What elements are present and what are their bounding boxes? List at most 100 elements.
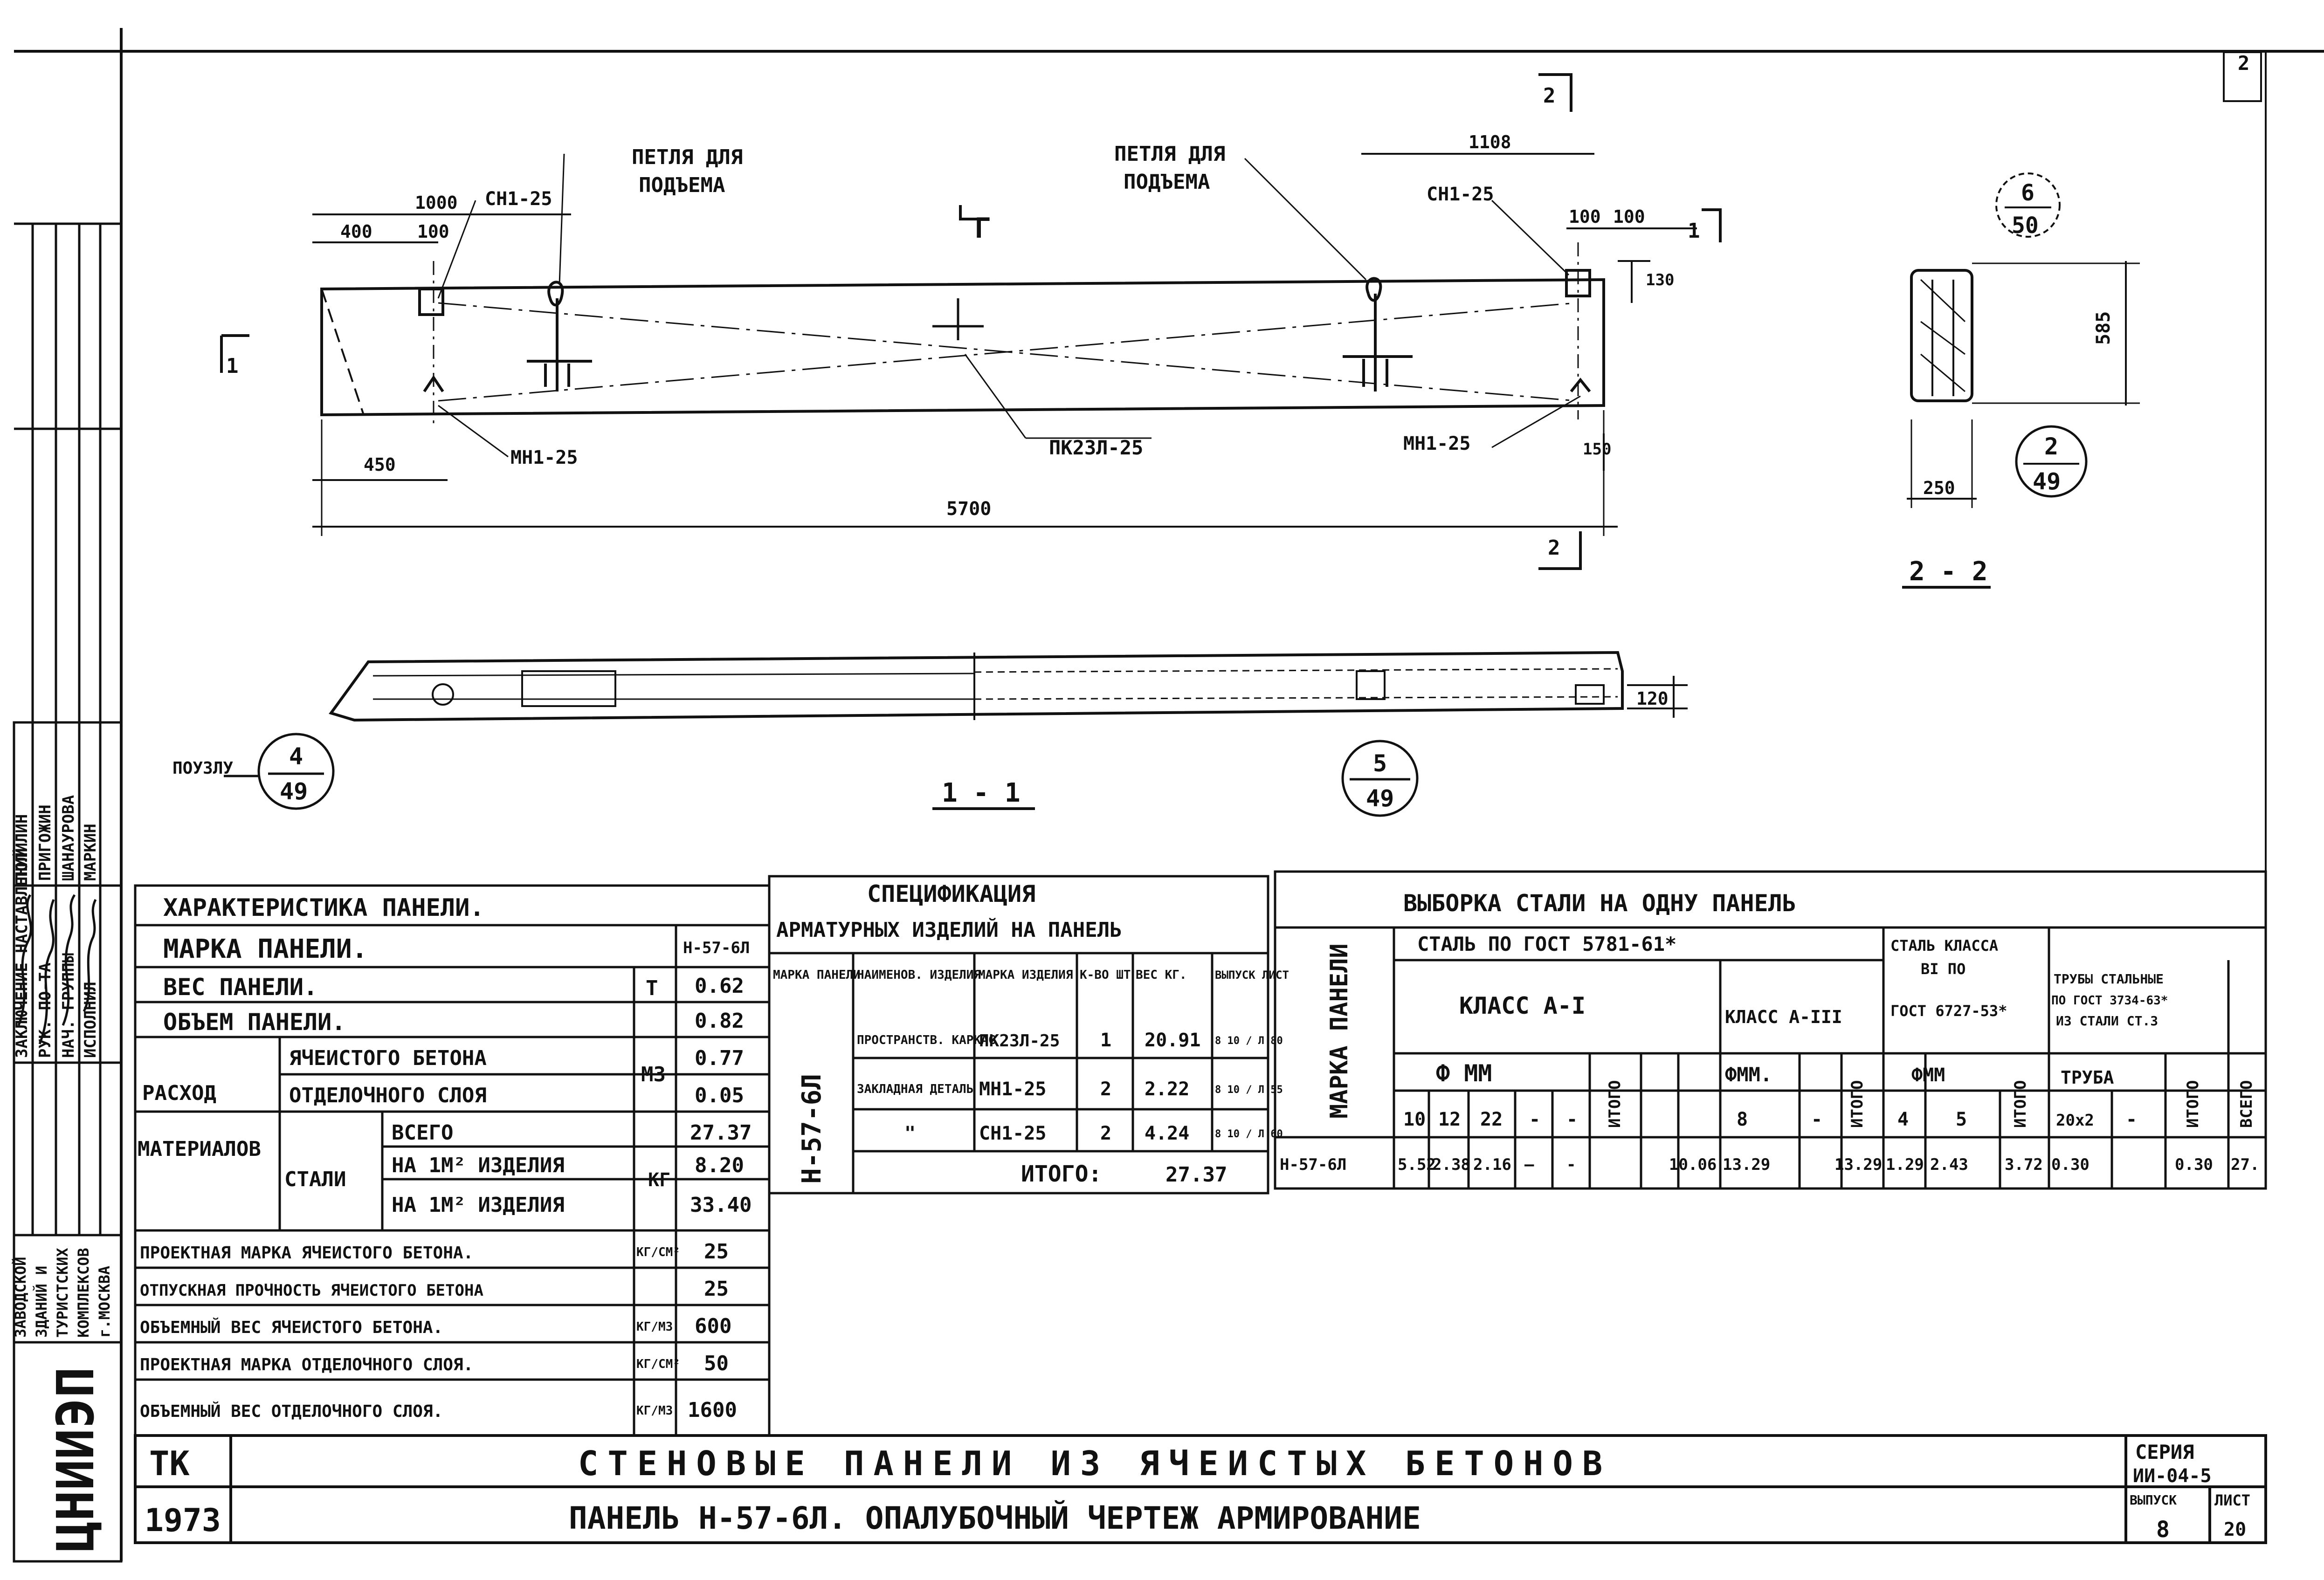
bottom-row-3-unit: КГ/М3: [636, 1320, 673, 1334]
node-label: ПОУЗЛУ: [172, 759, 233, 778]
bottom-row-1-label: ПРОЕКТНАЯ МАРКА ЯЧЕИСТОГО БЕТОНА.: [140, 1243, 473, 1263]
steel-row-v2: 2.38: [1432, 1155, 1470, 1174]
steel-table: ВЫБОРКА СТАЛИ НА ОДНУ ПАНЕЛЬ МАРКА ПАНЕЛ…: [1280, 890, 2259, 1174]
section-1-1-title: 1 - 1: [942, 778, 1021, 808]
steel-size-11: -: [2126, 1109, 2137, 1130]
bottom-row-2-value: 25: [704, 1277, 729, 1301]
cons-row-1-value: 0.77: [695, 1046, 744, 1070]
consumption-label-1: РАСХОД: [142, 1081, 216, 1105]
steel-size-3: 22: [1480, 1109, 1503, 1130]
steel-row-v5: -: [1566, 1155, 1576, 1174]
char-row-2-label: ВЕС ПАНЕЛИ.: [163, 974, 317, 1001]
steel-size-8: 4: [1897, 1109, 1909, 1130]
title-tk: ТК: [149, 1444, 190, 1483]
signatures: [17, 894, 97, 1044]
bottom-row-1-unit: КГ/СМ²: [636, 1245, 680, 1259]
steel-row-v6: 10.06: [1669, 1155, 1717, 1174]
spec-row-2-name: ЗАКЛАДНАЯ ДЕТАЛЬ: [857, 1082, 973, 1096]
char-row-2-unit: Т: [646, 976, 658, 1000]
char-title: ХАРАКТЕРИСТИКА ПАНЕЛИ.: [163, 894, 484, 922]
steel-row-v4: —: [1524, 1155, 1534, 1174]
section-1-1: [329, 651, 1688, 810]
bottom-row-2-label: ОТПУСКНАЯ ПРОЧНОСТЬ ЯЧЕИСТОГО БЕТОНА: [140, 1281, 483, 1300]
spec-header-sheet: ВЫПУСК ЛИСТ: [1215, 969, 1289, 982]
char-table: ХАРАКТЕРИСТИКА ПАНЕЛИ. МАРКА ПАНЕЛИ. Н-5…: [138, 894, 752, 1422]
steel-itogo-4: ИТОГО: [2184, 1080, 2202, 1128]
steel-row-v16: 27.: [2231, 1155, 2259, 1174]
steel-row-v7: 13.29: [1723, 1155, 1770, 1174]
steel-phi-a3: ФММ.: [1725, 1063, 1772, 1086]
section-2-2: [1902, 172, 2140, 589]
left-stamp: [13, 222, 123, 1563]
dim-100c: 100: [1613, 206, 1645, 227]
steel-truba: ТРУБА: [2061, 1067, 2114, 1088]
cut-2-top: 2: [1543, 84, 1556, 108]
stamp-name-3: ШАНАУРОВА: [59, 795, 78, 881]
elevation-labels: ПЕТЛЯ ДЛЯ ПОДЪЕМА ПЕТЛЯ ДЛЯ ПОДЪЕМА СН1-…: [226, 84, 1700, 560]
stamp-org-1: ЗАВОДСКОЙ: [12, 1257, 29, 1338]
steel-pipes-line-2: ПО ГОСТ 3734-63*: [2051, 994, 2168, 1008]
steel-row-v10: 1.29: [1886, 1155, 1924, 1174]
spec-table-grid: [768, 875, 1269, 1195]
char-row-1-value: Н-57-6Л: [683, 939, 750, 957]
spec-row-3-weight: 4.24: [1145, 1123, 1189, 1144]
title-line-1: СТЕНОВЫЕ ПАНЕЛИ ИЗ ЯЧЕИСТЫХ БЕТОНОВ: [578, 1444, 1612, 1483]
loop-left-line-1: ПЕТЛЯ ДЛЯ: [632, 145, 743, 169]
stamp-name-4: МАРКИН: [81, 824, 100, 881]
spec-header-panel: МАРКА ПАНЕЛИ: [773, 968, 861, 982]
spec-row-1-name: ПРОСТРАНСТВ. КАРКАС: [857, 1033, 995, 1047]
spec-row-3-mark: СН1-25: [979, 1123, 1047, 1144]
spec-row-2-weight: 2.22: [1145, 1079, 1189, 1100]
steel-b1-line-1: СТАЛЬ КЛАССА: [1890, 937, 1998, 955]
steel-size-2: 12: [1438, 1109, 1461, 1130]
node-top-bottom: 50: [2012, 213, 2039, 239]
bottom-row-5-label: ОБЪЕМНЫЙ ВЕС ОТДЕЛОЧНОГО СЛОЯ.: [140, 1401, 443, 1421]
spec-header-weight: ВЕС КГ.: [1136, 968, 1187, 982]
cons-row-1-label: ЯЧЕИСТОГО БЕТОНА: [289, 1046, 487, 1070]
loop-right-line-2: ПОДЪЕМА: [1124, 170, 1210, 194]
bottom-row-3-value: 600: [695, 1314, 731, 1338]
spec-row-2-qty: 2: [1100, 1079, 1111, 1100]
steel-vsego: ВСЕГО: [2237, 1080, 2256, 1128]
steel-row-3-value: 33.40: [690, 1193, 752, 1217]
spec-row-3-qty: 2: [1100, 1123, 1111, 1144]
steel-size-9: 5: [1956, 1109, 1967, 1130]
label-mn1-right: МН1-25: [1403, 433, 1471, 454]
spec-row-1-sheet: 8 10 / Л 80: [1215, 1035, 1283, 1047]
dim-450: 450: [364, 454, 396, 475]
steel-row-2-label: НА 1М² ИЗДЕЛИЯ: [392, 1154, 565, 1177]
node-top-top: 6: [2021, 180, 2034, 206]
steel-gost-a: СТАЛЬ ПО ГОСТ 5781-61*: [1417, 933, 1676, 955]
spec-total-label: ИТОГО:: [1021, 1161, 1102, 1187]
steel-b1-line-3: ГОСТ 6727-53*: [1890, 1002, 2007, 1020]
steel-label: СТАЛИ: [284, 1168, 346, 1191]
node-right-bottom: 49: [1366, 785, 1394, 812]
bottom-row-1-value: 25: [704, 1240, 729, 1264]
steel-class-a3: КЛАСС А-III: [1725, 1007, 1842, 1027]
dim-100b: 100: [1569, 206, 1601, 227]
label-cn1-right: СН1-25: [1427, 184, 1494, 205]
consumption-label-2: МАТЕРИАЛОВ: [138, 1137, 261, 1161]
steel-row-1-label: ВСЕГО: [392, 1121, 453, 1145]
stamp-org-2: ЗДАНИЙ И: [33, 1266, 50, 1338]
steel-size-1: 10: [1403, 1109, 1426, 1130]
node-left-bottom: 49: [280, 778, 308, 805]
steel-itogo-3: ИТОГО: [2011, 1080, 2030, 1128]
dim-130: 130: [1646, 271, 1674, 289]
loop-left-line-2: ПОДЪЕМА: [639, 173, 725, 197]
steel-itogo-1: ИТОГО: [1606, 1080, 1624, 1128]
bottom-row-4-unit: КГ/СМ²: [636, 1357, 680, 1371]
unit-m3: М3: [641, 1063, 666, 1086]
steel-size-6: 8: [1737, 1109, 1748, 1130]
label-cn1-left: СН1-25: [485, 188, 552, 210]
bottom-row-4-label: ПРОЕКТНАЯ МАРКА ОТДЕЛОЧНОГО СЛОЯ.: [140, 1355, 473, 1374]
spec-table: СПЕЦИФИКАЦИЯ АРМАТУРНЫХ ИЗДЕЛИЙ НА ПАНЕЛ…: [773, 880, 1289, 1187]
dim-5700: 5700: [946, 498, 991, 520]
stamp-logo: ЦНИИЭП: [46, 1367, 105, 1552]
stamp-role-4: ИСПОЛНИЛ: [81, 982, 100, 1058]
cut-mark-g: Г: [974, 212, 991, 245]
cut-1-right: 1: [1688, 219, 1700, 243]
dim-400: 400: [340, 221, 372, 242]
spec-row-3-sheet: 8 10 / Л 60: [1215, 1128, 1283, 1140]
